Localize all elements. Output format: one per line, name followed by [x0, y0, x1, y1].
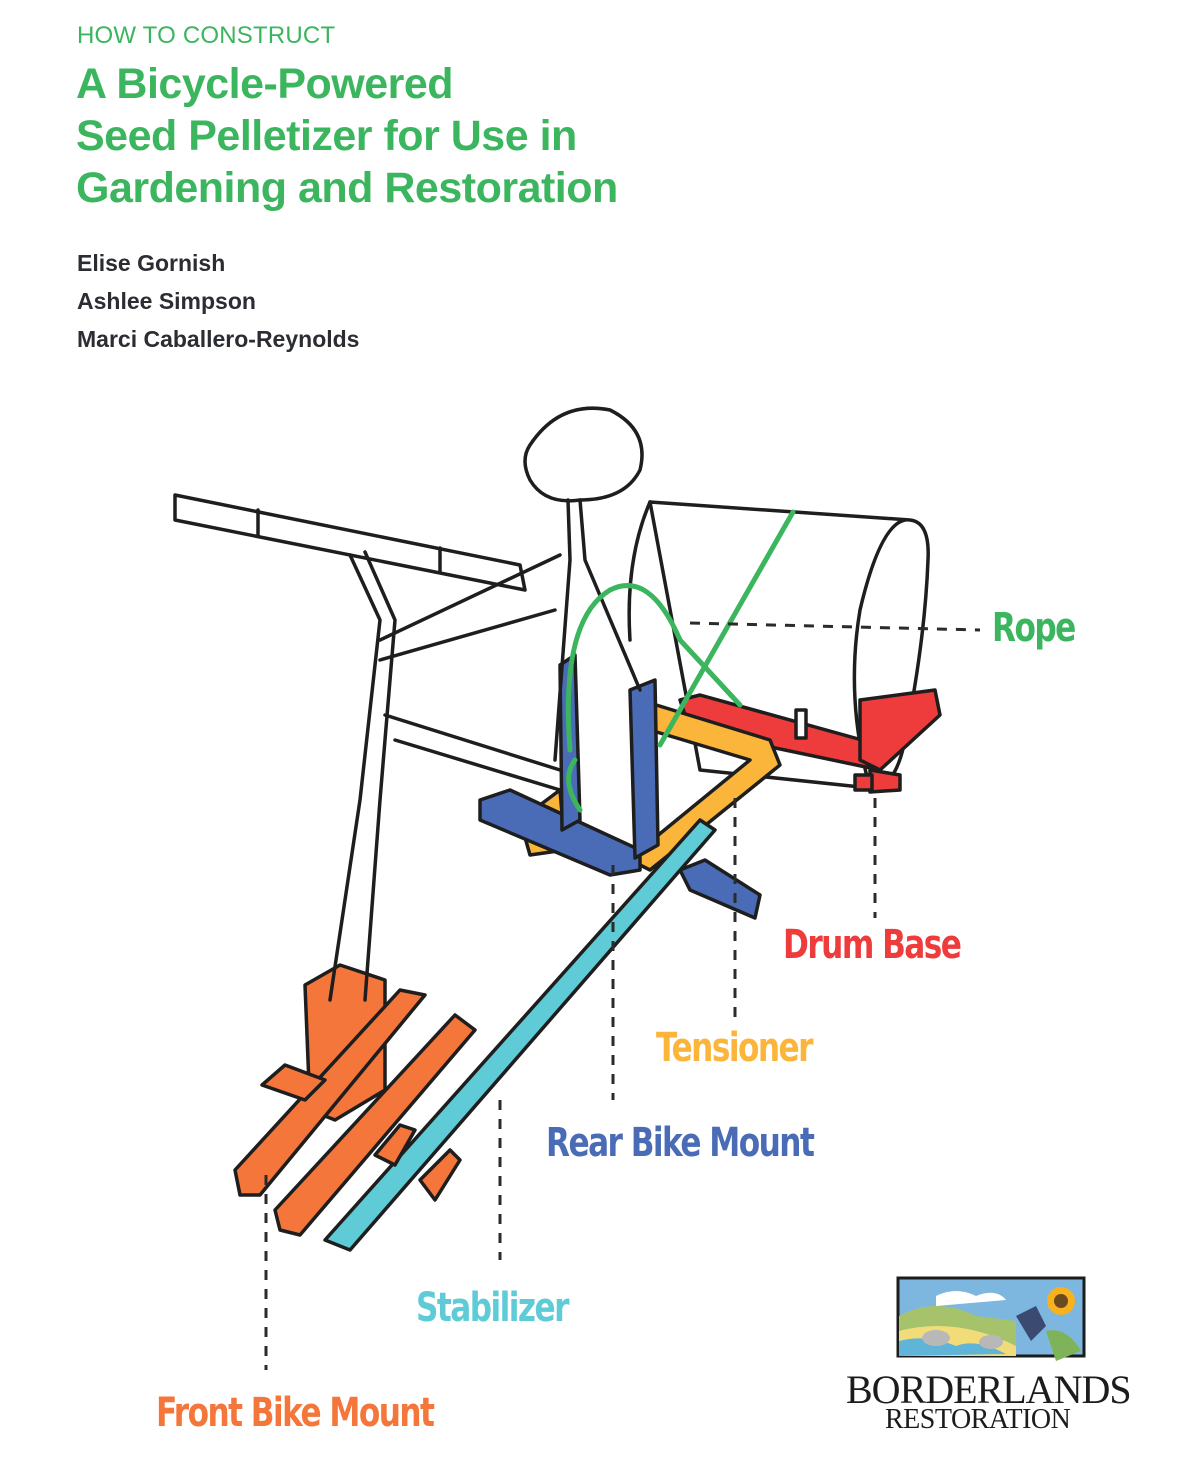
logo-name-line1: BORDERLANDS	[846, 1367, 1132, 1412]
front-bike-mount-label: Front Bike Mount	[156, 1390, 435, 1436]
document-title: A Bicycle-Powered Seed Pelletizer for Us…	[76, 58, 618, 214]
rear-bike-mount-label: Rear Bike Mount	[546, 1120, 815, 1166]
rear-bike-mount	[478, 653, 762, 920]
author-list: Elise Gornish Ashlee Simpson Marci Cabal…	[77, 244, 359, 358]
title-line: Gardening and Restoration	[76, 164, 618, 212]
stabilizer	[323, 818, 717, 1252]
tensioner-label: Tensioner	[656, 1025, 813, 1071]
author-name: Ashlee Simpson	[77, 288, 256, 314]
leader-lines	[264, 621, 981, 1370]
drum-axle-pin	[794, 708, 808, 740]
author-name: Elise Gornish	[77, 250, 226, 276]
kicker-text: HOW TO CONSTRUCT	[77, 22, 336, 49]
title-line: Seed Pelletizer for Use in	[76, 112, 577, 160]
borderlands-logo-image	[896, 1276, 1086, 1361]
bicycle	[173, 406, 644, 1002]
stabilizer-label: Stabilizer	[416, 1285, 570, 1331]
drum-base-label: Drum Base	[783, 922, 962, 968]
front-bike-mount	[233, 963, 477, 1237]
author-name: Marci Caballero-Reynolds	[77, 326, 360, 352]
rope-label: Rope	[992, 605, 1076, 651]
logo-name-line2: RESTORATION	[885, 1404, 1071, 1435]
rope	[565, 509, 796, 813]
title-line: A Bicycle-Powered	[76, 60, 454, 108]
drum-base	[678, 688, 942, 794]
